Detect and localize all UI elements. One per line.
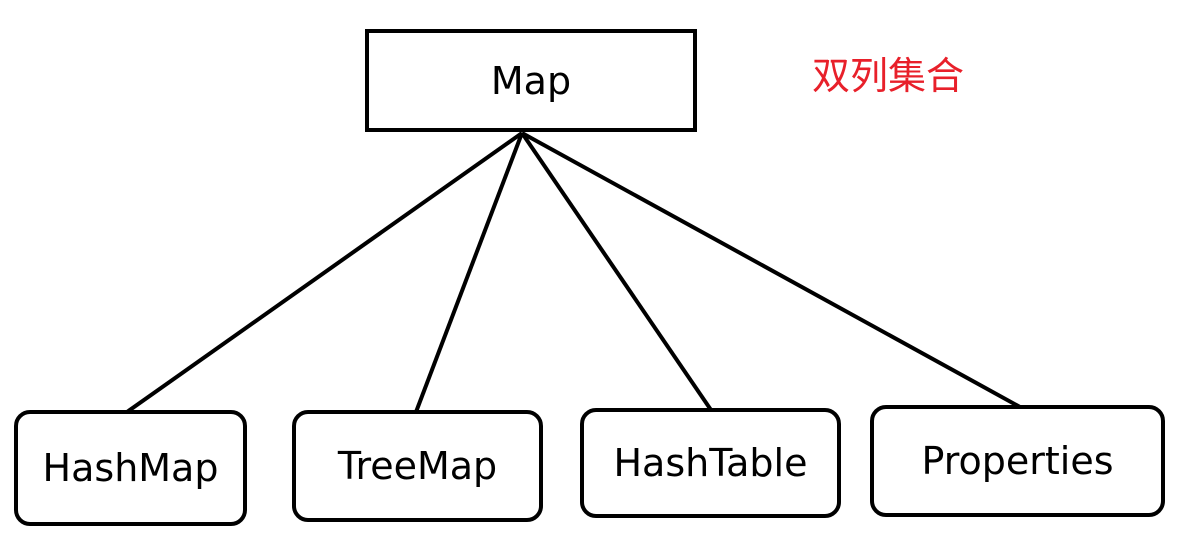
hashmap-node: HashMap bbox=[14, 410, 247, 526]
map-node: Map bbox=[365, 29, 697, 132]
properties-node-label: Properties bbox=[921, 439, 1114, 483]
properties-node: Properties bbox=[870, 405, 1165, 517]
edge-map-hashtable bbox=[520, 131, 713, 412]
edge-map-properties bbox=[521, 131, 1021, 409]
hashmap-node-label: HashMap bbox=[42, 446, 219, 490]
map-node-label: Map bbox=[490, 58, 572, 103]
hashtable-node: HashTable bbox=[580, 408, 841, 518]
edge-map-hashmap bbox=[125, 131, 524, 414]
double-column-collection-annotation: 双列集合 bbox=[812, 54, 965, 98]
edge-map-treemap bbox=[414, 132, 524, 413]
hashtable-node-label: HashTable bbox=[613, 441, 808, 485]
treemap-node-label: TreeMap bbox=[337, 444, 498, 488]
treemap-node: TreeMap bbox=[292, 410, 543, 522]
